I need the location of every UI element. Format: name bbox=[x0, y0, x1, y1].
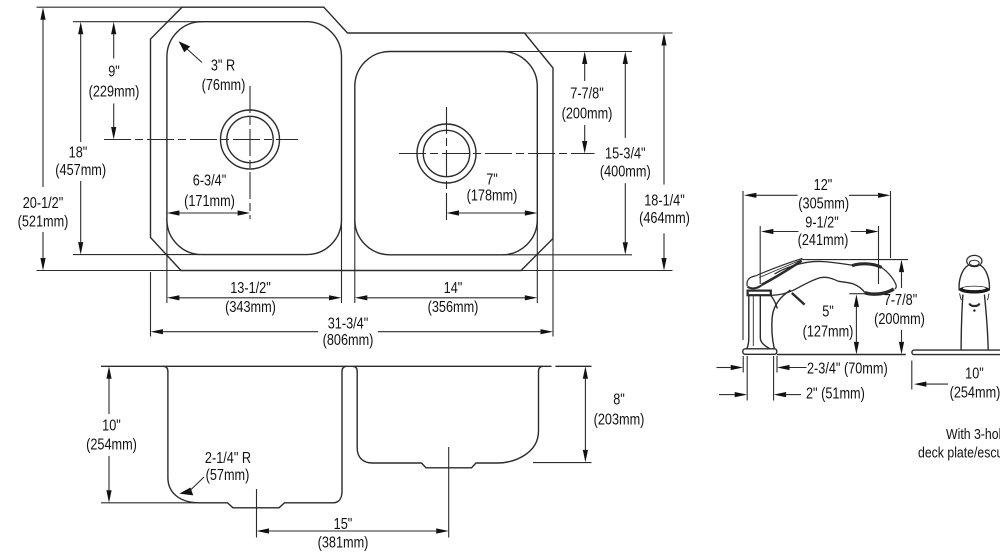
svg-text:(254mm): (254mm) bbox=[86, 436, 137, 453]
svg-text:5": 5" bbox=[822, 303, 834, 320]
svg-text:13-1/2": 13-1/2" bbox=[230, 280, 271, 297]
svg-text:(200mm): (200mm) bbox=[874, 311, 925, 328]
svg-text:(127mm): (127mm) bbox=[803, 323, 854, 340]
svg-text:(57mm): (57mm) bbox=[206, 467, 250, 484]
svg-text:3" R: 3" R bbox=[211, 57, 235, 74]
svg-text:(356mm): (356mm) bbox=[428, 299, 479, 316]
svg-text:(171mm): (171mm) bbox=[184, 193, 235, 210]
svg-text:9": 9" bbox=[108, 63, 120, 80]
svg-text:7-7/8": 7-7/8" bbox=[884, 292, 917, 309]
svg-text:18": 18" bbox=[69, 144, 88, 161]
svg-text:(457mm): (457mm) bbox=[55, 162, 106, 179]
svg-text:(200mm): (200mm) bbox=[562, 105, 613, 122]
svg-text:(229mm): (229mm) bbox=[89, 83, 140, 100]
svg-text:(305mm): (305mm) bbox=[798, 195, 849, 212]
svg-text:7": 7" bbox=[486, 171, 498, 188]
svg-text:10": 10" bbox=[102, 417, 121, 434]
svg-text:(343mm): (343mm) bbox=[225, 299, 276, 316]
svg-text:2" (51mm): 2" (51mm) bbox=[806, 385, 865, 402]
svg-text:(464mm): (464mm) bbox=[639, 210, 690, 227]
svg-text:(254mm): (254mm) bbox=[950, 384, 1000, 401]
svg-text:(400mm): (400mm) bbox=[600, 163, 651, 180]
svg-text:15-3/4": 15-3/4" bbox=[605, 145, 646, 162]
svg-text:(806mm): (806mm) bbox=[323, 332, 374, 349]
svg-text:15": 15" bbox=[334, 516, 353, 533]
svg-text:10": 10" bbox=[965, 365, 984, 382]
svg-text:(76mm): (76mm) bbox=[202, 77, 246, 94]
svg-text:8": 8" bbox=[613, 391, 625, 408]
svg-text:6-3/4": 6-3/4" bbox=[193, 172, 226, 189]
svg-text:7-7/8": 7-7/8" bbox=[570, 85, 603, 102]
svg-text:deck plate/escutcheon: deck plate/escutcheon bbox=[918, 444, 1000, 460]
svg-text:(521mm): (521mm) bbox=[18, 213, 69, 230]
svg-text:With 3-hole: With 3-hole bbox=[946, 426, 1000, 442]
svg-text:20-1/2": 20-1/2" bbox=[23, 195, 64, 212]
svg-text:(178mm): (178mm) bbox=[467, 187, 518, 204]
svg-text:12": 12" bbox=[814, 177, 833, 194]
svg-text:31-3/4": 31-3/4" bbox=[328, 315, 369, 332]
svg-text:(381mm): (381mm) bbox=[318, 534, 369, 551]
svg-text:2-3/4" (70mm): 2-3/4" (70mm) bbox=[807, 360, 888, 377]
svg-text:2-1/4" R: 2-1/4" R bbox=[205, 450, 251, 467]
svg-text:(241mm): (241mm) bbox=[798, 232, 849, 249]
svg-text:14": 14" bbox=[444, 280, 463, 297]
svg-text:18-1/4": 18-1/4" bbox=[644, 192, 685, 209]
svg-text:9-1/2": 9-1/2" bbox=[805, 214, 838, 231]
svg-text:(203mm): (203mm) bbox=[594, 411, 645, 428]
